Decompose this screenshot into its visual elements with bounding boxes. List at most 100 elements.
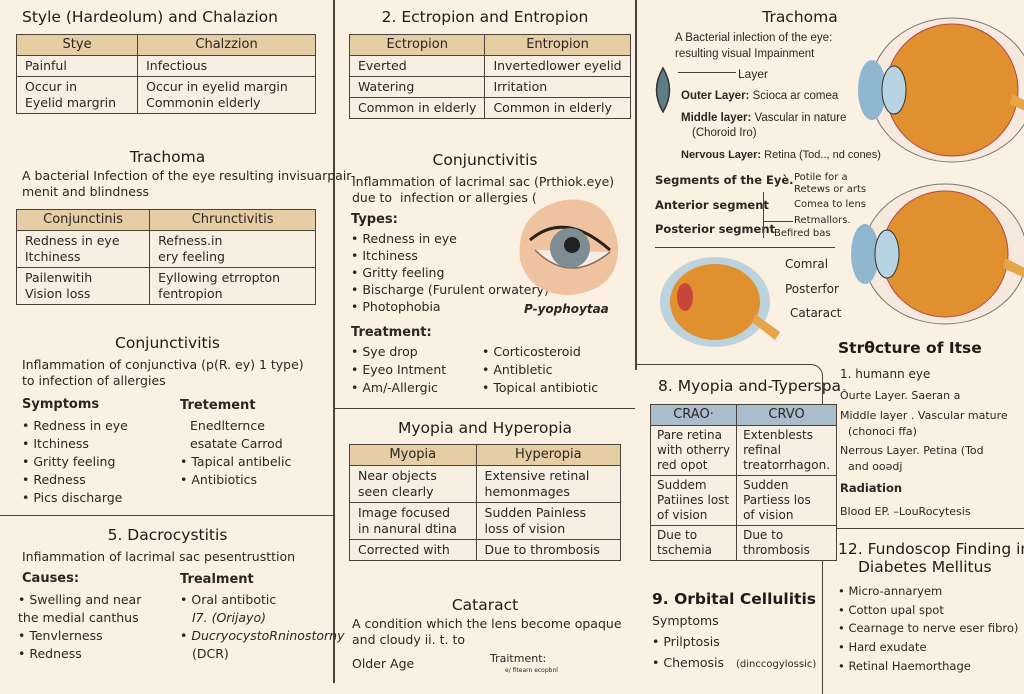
dacro-treatment-sub: I7. (Orijayo) <box>192 610 266 625</box>
conj-title: Conjunctivitis <box>115 334 220 352</box>
treatment-label: Tretement <box>180 398 256 413</box>
table-cell: Pailenwitih Vision loss <box>15 267 151 305</box>
table-cell: Invertedlower eyelid <box>484 55 631 77</box>
cataract-treatment: Traitment: <box>490 652 547 665</box>
column-header: Entropion <box>484 34 631 56</box>
causes-list: Swelling and near the medial canthusTenv… <box>18 591 141 663</box>
types-list: Redness in eyeItchinessGritty feelingBis… <box>351 230 549 315</box>
divider <box>655 247 835 248</box>
bracket <box>763 221 793 222</box>
seg-label: Potile for a <box>794 172 848 183</box>
conj-desc: Inflammation of lacrimal sac (Prthiok.ey… <box>352 174 615 205</box>
older-age: Older Age <box>352 656 415 671</box>
dacro-treatment-sub: (DCR) <box>192 646 229 661</box>
column-header: Chalzzion <box>137 34 316 56</box>
column-header: Chrunctivitis <box>149 209 316 231</box>
column-header: Ectropion <box>348 34 486 56</box>
orbital-symptom: • Prilptosis <box>652 634 720 649</box>
list-item: Eyeo Intment <box>351 361 446 379</box>
list-item: Cearnage to nerve eser fibro) <box>838 619 1018 638</box>
eyeball-section-illustration <box>660 257 780 347</box>
divider <box>635 0 637 370</box>
table-cell: Redness in eye Itchiness <box>15 230 151 268</box>
table-cell: Extensive retinal hemonmages <box>475 465 622 503</box>
stye-title: Style (Hardeolum) and Chalazion <box>21 8 278 26</box>
causes-label: Causes: <box>22 571 80 586</box>
orbital-symptom: • Chemosis (dinccogylossic) <box>652 655 817 670</box>
table-cell: Due to tschemia <box>649 525 738 561</box>
list-item: Retinal Haemorthage <box>838 657 1018 676</box>
orbital-symptoms-label: Symptoms <box>652 613 719 628</box>
list-item: Photophobia <box>351 298 549 315</box>
column-header: Myopia <box>349 444 477 466</box>
list-item: Tapical antibelic <box>180 453 291 471</box>
table-cell: Refness.in ery feeling <box>149 230 316 268</box>
symptoms-label: Symptoms <box>22 397 100 412</box>
dacro-treatment-item: • DucryocystoRninostorny <box>180 628 345 643</box>
table-cell: Extenblests refinal treatorrhagon. <box>736 425 838 476</box>
eye-caption: P-yophoytaa <box>524 302 609 316</box>
treatment-note: esatate Carrod <box>190 436 283 451</box>
small-eye-label: Posterfor <box>785 282 839 296</box>
table-cell: Common in elderly <box>348 97 486 119</box>
treatment-note: Enedlternce <box>190 418 265 433</box>
trachoma-title: Trachoma <box>762 8 838 26</box>
orbital-title: 9. Orbital Cellulitis <box>652 590 816 608</box>
table-cell: Everted <box>348 55 486 77</box>
list-item: Gritty feeling <box>351 264 549 281</box>
list-item: Bischarge (Furulent orwatery) <box>351 281 549 298</box>
crao-title: 8. Myopia and-Typerspa <box>658 377 842 395</box>
seg-label: Befired bas <box>774 228 831 239</box>
fundo-list: Micro-annaryemCotton upal spotCearnage t… <box>838 582 1018 676</box>
table-cell: Suddem Patiines lost of vision <box>649 475 738 526</box>
eye-illustration <box>519 199 619 295</box>
seg-label: Comea to lens <box>794 199 866 210</box>
small-eye-label: Cataract <box>790 306 842 320</box>
segments-title: Segments of the Eyè. <box>655 173 794 187</box>
list-item: Redness <box>22 471 128 489</box>
divider <box>333 0 335 683</box>
list-item: Swelling and near the medial canthus <box>18 591 141 627</box>
column-header: CRAO· <box>649 404 738 426</box>
layer-outer: Outer Layer: Scioca ar comea <box>681 90 839 102</box>
treatment-list: Sye dropEyeo IntmentAm/-Allergic <box>351 343 446 397</box>
divider <box>836 528 1024 529</box>
table-cell: Sudden Painless loss of vision <box>475 502 622 540</box>
anterior-segment: Anterior segment <box>655 198 769 212</box>
table-cell: Pare retina with otherry red opot <box>649 425 738 476</box>
fundo-title: 12. Fundoscop Finding in <box>838 540 1024 558</box>
table-cell: Image focused in nanural dtina <box>349 502 477 540</box>
table-cell: Irritation <box>484 76 631 98</box>
leader-line <box>678 72 736 73</box>
cataract-treatment-sub: e/ fitearn ecopbnl <box>505 667 558 674</box>
list-item: Am/-Allergic <box>351 379 446 397</box>
list-item: Tenvlerness <box>18 627 141 645</box>
trachoma-desc: A Bacterial inlection of the eye: result… <box>675 32 833 60</box>
trachoma-title: Trachoma <box>129 148 206 166</box>
list-item: Topical antibiotic <box>482 379 598 397</box>
lens-icon <box>655 66 671 114</box>
list-item: Itchiness <box>351 247 549 264</box>
table-cell: Eyllowing etrropton fentropion <box>149 267 316 305</box>
trachoma-desc: A bacterial Infection of the eye resulti… <box>22 168 356 199</box>
conj-title: Conjunctivitis <box>432 151 538 169</box>
table-cell: Near objects seen clearly <box>349 465 477 503</box>
dacro-title: 5. Dacrocystitis <box>107 526 228 544</box>
list-item: Sye drop <box>351 343 446 361</box>
table-cell: Occur in Eyelid margrin <box>15 76 139 114</box>
